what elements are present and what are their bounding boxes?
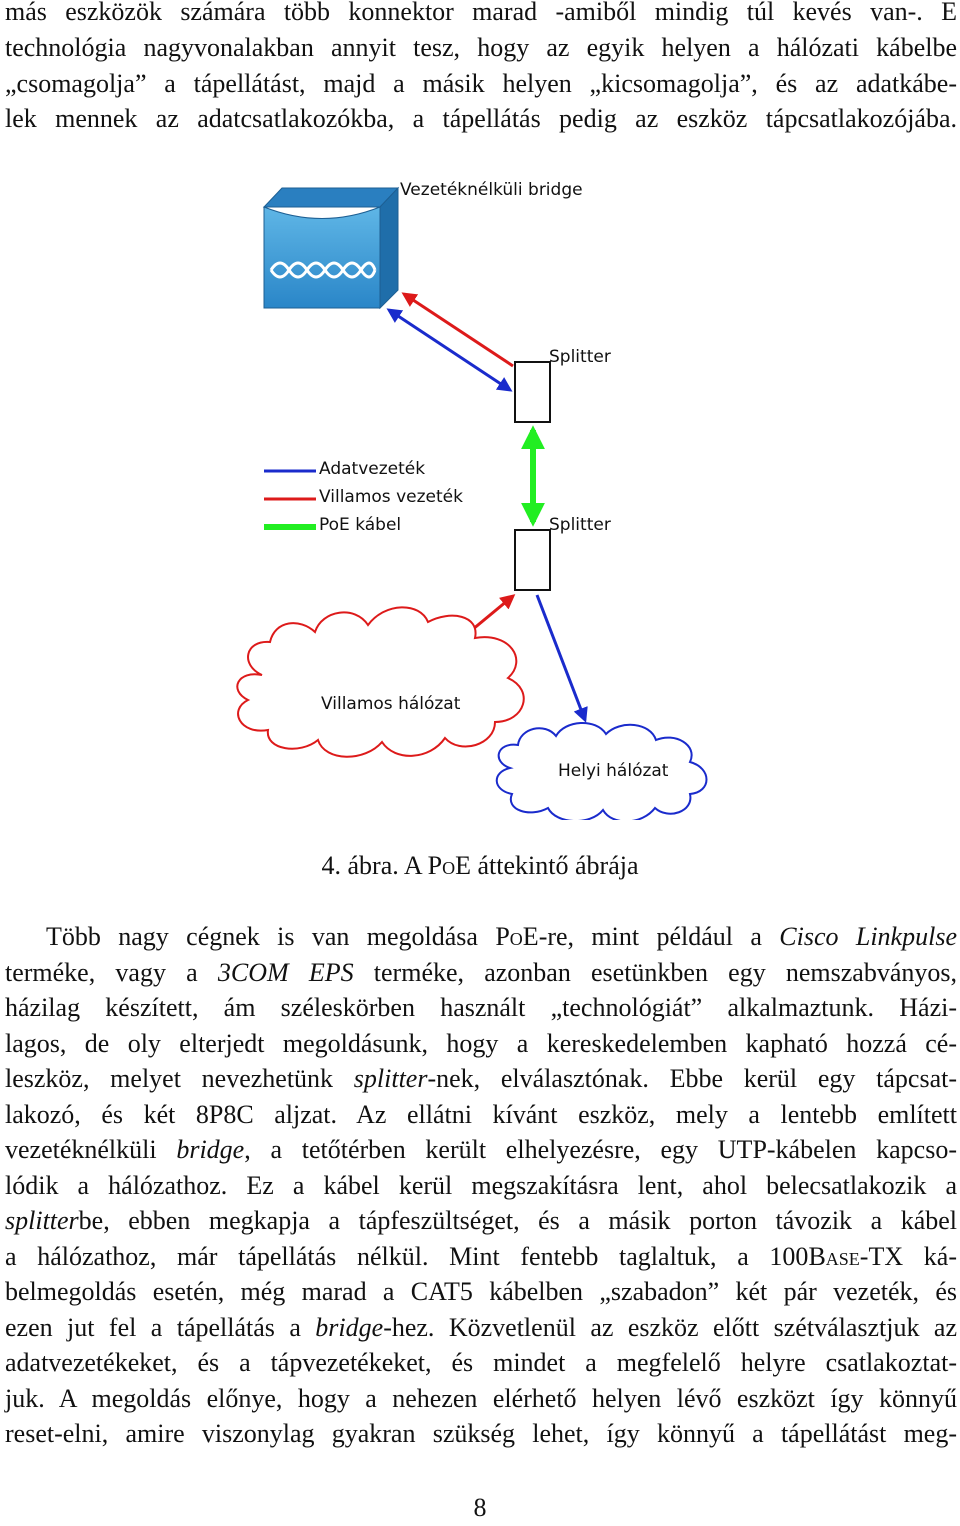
caption-prefix: A (403, 851, 422, 880)
poe-overview-figure: Vezetéknélküli bridge Splitter Adatvezet… (236, 180, 708, 820)
data-line-lan (535, 594, 588, 723)
legend-label-poe: PoE kábel (319, 515, 401, 535)
text-line: juk. A megoldás előnye, hogy a nehezen e… (5, 1384, 957, 1413)
figure-caption: 4. ábra. A PoE áttekintő ábrája (0, 848, 960, 884)
page-number: 8 (473, 1493, 487, 1522)
text-line: házilag készített, ám széleskörben haszn… (5, 993, 957, 1022)
legend: Adatvezeték Villamos vezeték PoE kábel (264, 459, 463, 535)
text-line: lakozó, és két 8P8C aljzat. Az ellátni k… (5, 1100, 957, 1129)
text-line: vezetéknélküli bridge, a tetőtérben kerü… (5, 1132, 957, 1168)
wireless-bridge-icon (262, 186, 400, 310)
text-line: a hálózathoz, már tápellátás nélkül. Min… (5, 1239, 957, 1275)
term-bridge: bridge (315, 1313, 384, 1342)
poe-term: PoE (495, 922, 539, 951)
text-span: -TX ká- (859, 1242, 957, 1271)
caption-number: 4. ábra. (321, 851, 399, 880)
product-name: Cisco Linkpulse (779, 922, 957, 951)
product-name: 3COM EPS (217, 958, 354, 987)
text-line: reset-elni, amire viszonylag gyakran szü… (5, 1419, 957, 1448)
text-line: technológia nagyvonalakban annyit tesz, … (5, 33, 957, 62)
term-splitter: splitter (5, 1206, 79, 1235)
text-span: , a tetőtérben került elhelyezésre, egy … (244, 1135, 957, 1164)
text-span: be, ebben megkapja a tápfeszültséget, és… (78, 1206, 957, 1235)
text-span: terméke, vagy a (5, 958, 218, 987)
local-network-label: Helyi hálózat (558, 761, 669, 781)
text-line: leszköz, melyet nevezhetünk splitter-nek… (5, 1061, 957, 1097)
text-line: Több nagy cégnek is van megoldása PoE-re… (46, 919, 957, 955)
bridge-label: Vezetéknélküli bridge (400, 180, 583, 200)
text-line: terméke, vagy a 3COM EPS terméke, azonba… (5, 955, 957, 991)
base-term: Base (808, 1242, 860, 1271)
splitter-bottom-label: Splitter (549, 515, 611, 535)
text-line: ezen jut fel a tápellátás a bridge-hez. … (5, 1310, 957, 1346)
caption-rest: áttekintő ábrája (477, 851, 639, 880)
term-splitter: splitter (353, 1064, 428, 1093)
text-span: ezen jut fel a tápellátás a (5, 1313, 316, 1342)
power-network-cloud (236, 606, 525, 758)
text-span: vezetéknélküli (5, 1135, 177, 1164)
legend-label-data: Adatvezeték (319, 459, 425, 479)
caption-poe: PoE (427, 851, 472, 880)
splitter-bottom-box (514, 529, 551, 591)
text-line: más eszközök számára több konnektor mara… (5, 0, 957, 26)
local-network-cloud (495, 721, 708, 820)
text-span: terméke, azonban esetünkben egy nemszabv… (353, 958, 958, 987)
text-span: Több nagy cégnek is van megoldása (46, 922, 496, 951)
text-line: lódik a hálózathoz. Ez a kábel kerül meg… (5, 1171, 957, 1200)
splitter-top-label: Splitter (549, 347, 611, 367)
text-span: a hálózathoz, már tápellátás nélkül. Min… (5, 1242, 809, 1271)
splitter-top-box (514, 361, 551, 423)
data-line-bridge (386, 308, 513, 392)
text-line: lagos, de oly elterjedt megoldásunk, hog… (5, 1029, 957, 1058)
text-line: „csomagolja” a tápellátást, majd a másik… (5, 69, 957, 98)
text-span: -re, mint például a (538, 922, 780, 951)
text-line: adatvezetékeket, és a tápvezetékeket, és… (5, 1348, 957, 1377)
term-bridge: bridge (176, 1135, 245, 1164)
text-span: leszköz, melyet nevezhetünk (5, 1064, 354, 1093)
text-line: splitterbe, ebben megkapja a tápfeszülts… (5, 1203, 957, 1239)
text-span: -nek, elválasztónak. Ebbe kerül egy tápc… (427, 1064, 957, 1093)
text-line: belmegoldás esetén, még marad a CAT5 káb… (5, 1277, 957, 1306)
legend-label-power: Villamos vezeték (319, 487, 463, 507)
text-span: -hez. Közvetlenül az eszköz előtt szétvá… (383, 1313, 957, 1342)
text-line: lek mennek az adatcsatlakozókba, a tápel… (5, 104, 957, 133)
power-network-label: Villamos hálózat (321, 694, 461, 714)
